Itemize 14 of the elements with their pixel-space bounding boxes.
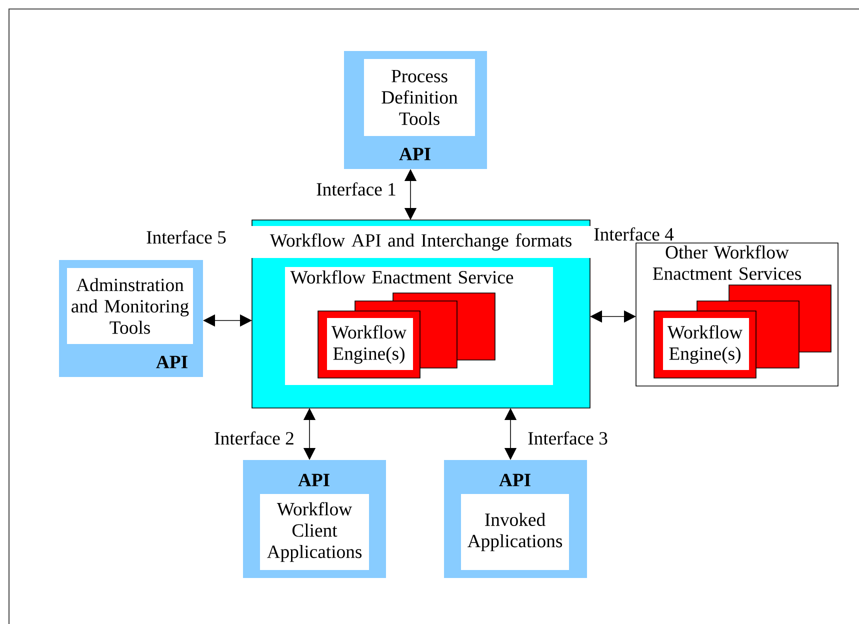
edge-label: Interface 5 — [146, 230, 226, 244]
edge-label: Interface 2 — [214, 431, 294, 445]
node-label: Workflow API and Interchange formats — [270, 233, 572, 251]
label-box: Process Definition Tools — [364, 59, 475, 136]
engine-stack: Workflow Engine(s) — [654, 284, 832, 378]
engine-stack: Workflow Engine(s) — [318, 292, 496, 378]
label-box: Adminstration and Monitoring Tools — [67, 268, 193, 344]
label-box: Invoked Applications — [461, 494, 569, 570]
node-label: Workflow Engine(s) — [331, 325, 407, 364]
label-box: Workflow Client Applications — [260, 494, 369, 570]
edge-label: Interface 3 — [528, 431, 608, 445]
edge-label: Interface 1 — [316, 182, 396, 196]
edge-label: Interface 4 — [594, 227, 674, 241]
label-box: Workflow API and Interchange formats — [251, 226, 592, 258]
